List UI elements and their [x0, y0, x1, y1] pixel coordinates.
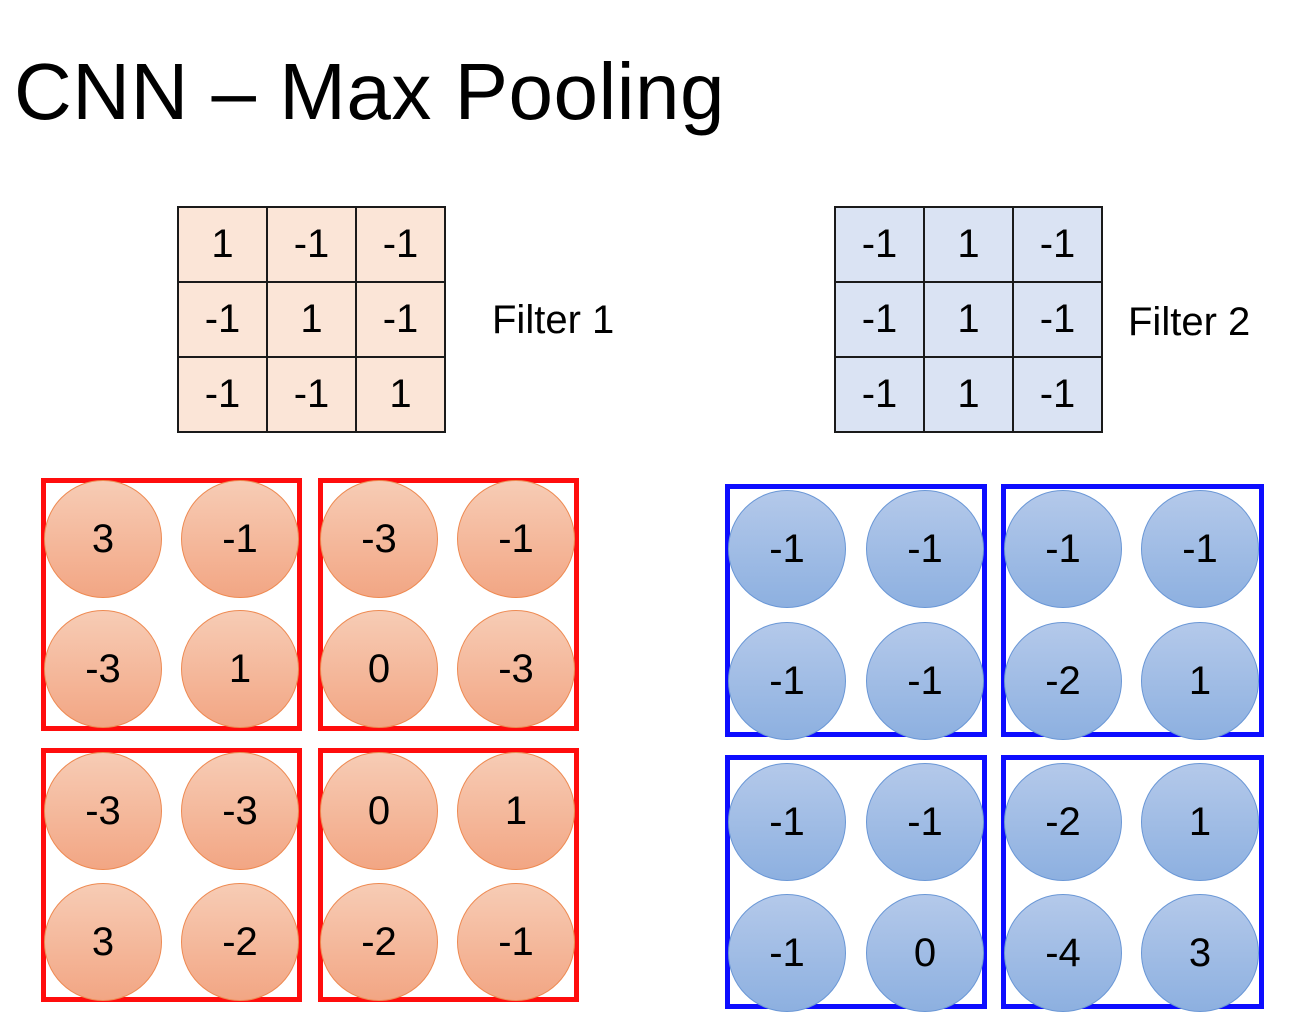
- feature-map-cell: 0: [320, 752, 438, 870]
- feature-map-cell: -3: [320, 480, 438, 598]
- feature-map-cell: 0: [320, 610, 438, 728]
- feature-map-cell: -3: [44, 610, 162, 728]
- feature-map-cell: 1: [1141, 622, 1259, 740]
- feature-map-cell: -3: [44, 752, 162, 870]
- feature-map-cell: -2: [1004, 763, 1122, 881]
- feature-map-cell: -1: [866, 490, 984, 608]
- feature-map-cell: -2: [181, 883, 299, 1001]
- feature-map-cell: -2: [320, 883, 438, 1001]
- filter-2-label: Filter 2: [1128, 300, 1251, 344]
- feature-map-cell: -1: [728, 894, 846, 1012]
- feature-map-cell: 1: [181, 610, 299, 728]
- filter-1-matrix: 1 -1 -1 -1 1 -1 -1 -1 1: [177, 206, 446, 433]
- pooling-window: [725, 755, 987, 1009]
- feature-map-cell: -1: [728, 490, 846, 608]
- feature-map-cell: 1: [1141, 763, 1259, 881]
- filter-cell: 1: [177, 206, 268, 283]
- filter-cell: -1: [1012, 206, 1103, 283]
- feature-map-cell: -2: [1004, 622, 1122, 740]
- filter-cell: -1: [834, 281, 925, 358]
- filter-cell: 1: [923, 206, 1014, 283]
- filter-2-matrix: -1 1 -1 -1 1 -1 -1 1 -1: [834, 206, 1103, 433]
- pooling-window: [318, 748, 579, 1002]
- filter-cell: 1: [266, 281, 357, 358]
- filter-cell: -1: [177, 281, 268, 358]
- feature-map-cell: -1: [1141, 490, 1259, 608]
- pooling-window: [1001, 755, 1264, 1009]
- filter-cell: -1: [834, 206, 925, 283]
- filter-cell: -1: [834, 356, 925, 433]
- feature-map-cell: -3: [181, 752, 299, 870]
- pooling-window: [318, 478, 579, 731]
- feature-map-cell: -3: [457, 610, 575, 728]
- filter-cell: -1: [177, 356, 268, 433]
- filter-cell: 1: [923, 356, 1014, 433]
- feature-map-cell: 1: [457, 752, 575, 870]
- filter-cell: -1: [1012, 356, 1103, 433]
- feature-map-cell: 3: [1141, 894, 1259, 1012]
- feature-map-cell: -1: [866, 622, 984, 740]
- pooling-window: [725, 484, 987, 737]
- feature-map-cell: -1: [728, 763, 846, 881]
- filter-cell: 1: [923, 281, 1014, 358]
- slide-title: CNN – Max Pooling: [14, 47, 725, 136]
- feature-map-cell: 0: [866, 894, 984, 1012]
- feature-map-cell: -4: [1004, 894, 1122, 1012]
- feature-map-cell: 3: [44, 883, 162, 1001]
- filter-cell: -1: [355, 281, 446, 358]
- feature-map-cell: -1: [866, 763, 984, 881]
- filter-1-label: Filter 1: [492, 298, 615, 342]
- feature-map-cell: -1: [181, 480, 299, 598]
- filter-cell: -1: [266, 206, 357, 283]
- filter-cell: 1: [355, 356, 446, 433]
- feature-map-cell: -1: [457, 480, 575, 598]
- feature-map-cell: -1: [457, 883, 575, 1001]
- filter-cell: -1: [355, 206, 446, 283]
- pooling-window: [41, 478, 302, 731]
- feature-map-cell: 3: [44, 480, 162, 598]
- feature-map-cell: -1: [1004, 490, 1122, 608]
- pooling-window: [41, 748, 302, 1002]
- feature-map-cell: -1: [728, 622, 846, 740]
- filter-cell: -1: [266, 356, 357, 433]
- pooling-window: [1001, 484, 1264, 737]
- filter-cell: -1: [1012, 281, 1103, 358]
